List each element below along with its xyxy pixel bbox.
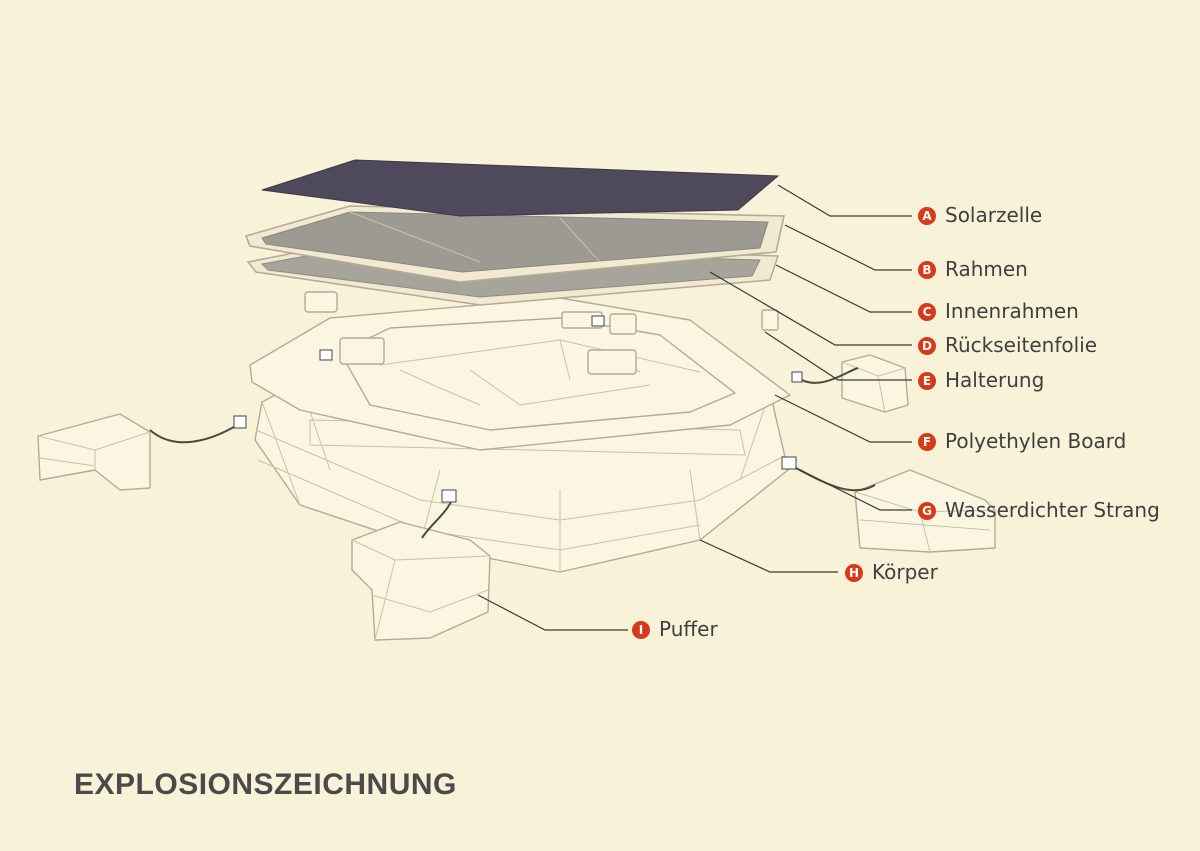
badge-C [918,303,936,321]
badge-E [918,372,936,390]
label-C: C Innenrahmen [918,299,1079,323]
svg-text:I: I [639,623,643,637]
label-halterung: Halterung [945,368,1044,392]
polyethylene-board [249,297,791,451]
label-puffer: Puffer [659,617,718,641]
solar-cell [261,159,780,217]
label-solarzelle: Solarzelle [945,203,1042,227]
label-D: D Rückseitenfolie [918,333,1097,357]
label-G: G Wasserdichter Strang [918,498,1160,522]
label-F: F Polyethylen Board [918,429,1126,453]
svg-text:H: H [849,566,859,580]
mounting-blocks [304,291,779,375]
label-A: A Solarzelle [918,203,1042,227]
label-H: H Körper [845,560,939,584]
label-I: I Puffer [632,617,718,641]
buffer-right-upper [841,354,909,413]
label-polyethylen-board: Polyethylen Board [945,429,1126,453]
buffer-front [351,521,491,641]
badge-H [845,564,863,582]
page-title: EXPLOSIONSZEICHNUNG [74,768,457,801]
svg-text:E: E [923,374,931,388]
label-E: E Halterung [918,368,1044,392]
buffer-left [37,413,151,491]
label-B: B Rahmen [918,257,1028,281]
badge-B [918,261,936,279]
leader-lines [477,184,912,631]
badge-D [918,337,936,355]
label-wasserdichter-strang: Wasserdichter Strang [945,498,1160,522]
svg-text:A: A [922,209,932,223]
svg-text:C: C [923,305,932,319]
label-rahmen: Rahmen [945,257,1028,281]
svg-text:D: D [922,339,932,353]
svg-text:F: F [923,435,931,449]
svg-text:B: B [922,263,931,277]
label-rueckseitenfolie: Rückseitenfolie [945,333,1097,357]
label-innenrahmen: Innenrahmen [945,299,1079,323]
waterproof-cables [149,315,876,539]
label-koerper: Körper [872,560,939,584]
badge-I [632,621,650,639]
frames [244,205,785,283]
svg-text:G: G [922,504,932,518]
badge-F [918,433,936,451]
badge-G [918,502,936,520]
badge-A [918,207,936,225]
